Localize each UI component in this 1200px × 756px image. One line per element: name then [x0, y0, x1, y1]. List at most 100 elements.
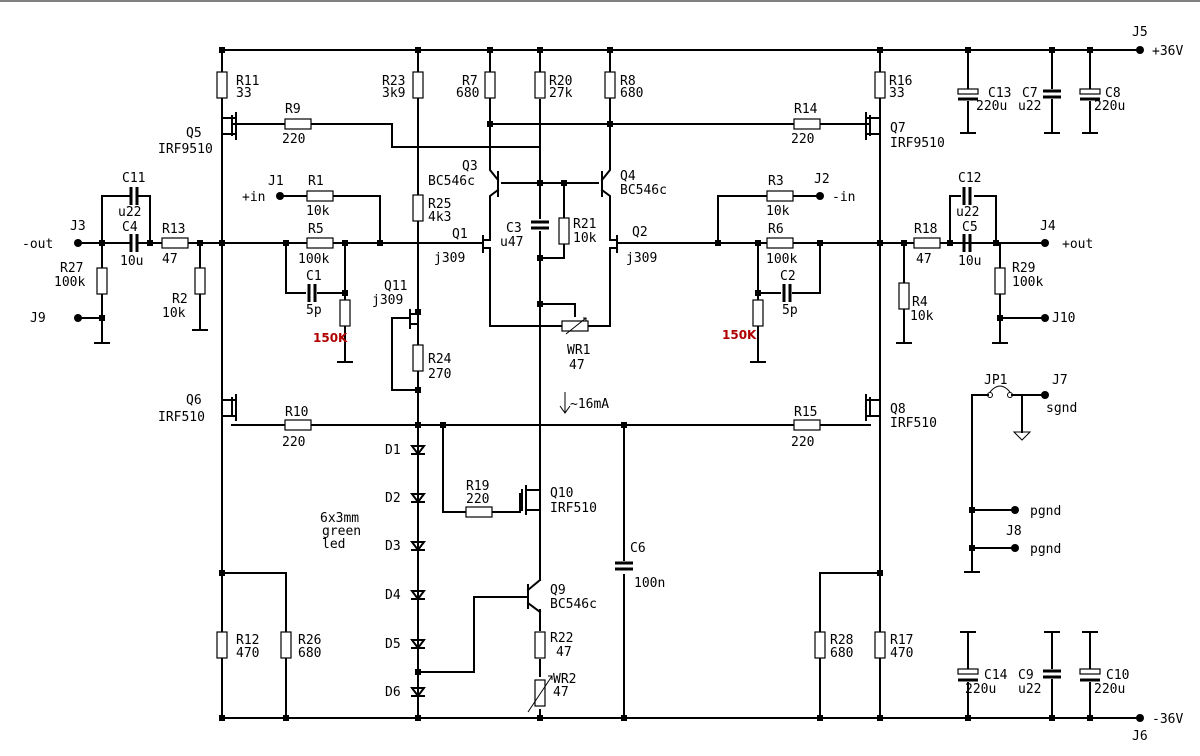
- label: j309: [626, 251, 657, 266]
- label: 220u: [1094, 99, 1125, 114]
- label: IRF9510: [890, 136, 945, 151]
- wires: [77, 49, 1141, 719]
- label: IRF9510: [158, 142, 213, 157]
- label: J1: [268, 174, 284, 189]
- label: 10k: [162, 306, 186, 321]
- label: 5p: [782, 303, 798, 318]
- capacitors: [124, 88, 1101, 682]
- label: 100k: [298, 252, 329, 267]
- label: R24: [428, 352, 452, 367]
- label: C7: [1022, 86, 1038, 101]
- label: JP1: [984, 373, 1007, 388]
- label: Q6: [186, 393, 202, 408]
- label: +out: [1062, 237, 1093, 252]
- label: R22: [550, 631, 573, 646]
- label: Q10: [550, 486, 573, 501]
- label: +in: [242, 190, 265, 205]
- current-arrow: [559, 392, 571, 414]
- label: R8: [620, 74, 636, 89]
- label: 47: [556, 645, 572, 660]
- label: u22: [1018, 682, 1041, 697]
- label: R12: [236, 633, 259, 648]
- label: u22: [118, 205, 141, 220]
- label: 220: [791, 435, 814, 450]
- label: 4k3: [428, 210, 451, 225]
- label: 220: [282, 435, 305, 450]
- led-string: [410, 445, 426, 698]
- label: R1: [308, 174, 324, 189]
- label: 47: [569, 358, 585, 373]
- label: R14: [794, 102, 818, 117]
- label-red: 150K: [313, 331, 348, 345]
- label: 100k: [766, 252, 797, 267]
- label: u22: [956, 205, 979, 220]
- label: 3k9: [382, 86, 405, 101]
- label: C10: [1106, 668, 1129, 683]
- label: 220: [791, 132, 814, 147]
- label: C14: [984, 668, 1008, 683]
- label: D5: [385, 637, 401, 652]
- label: R6: [768, 222, 784, 237]
- label: +36V: [1152, 44, 1183, 59]
- label: Q8: [890, 402, 906, 417]
- label: J6: [1132, 729, 1148, 744]
- label: D1: [385, 443, 401, 458]
- label: C9: [1018, 668, 1034, 683]
- label: D3: [385, 539, 401, 554]
- jumper-jp1: [987, 385, 1013, 398]
- label: R4: [912, 295, 928, 310]
- label: pgnd: [1030, 504, 1061, 519]
- transistors: [221, 112, 881, 614]
- label: Q7: [890, 121, 906, 136]
- label: R25: [428, 197, 451, 212]
- label: 680: [298, 646, 321, 661]
- label: R20: [549, 74, 572, 89]
- label: R18: [914, 222, 937, 237]
- label: u22: [1018, 99, 1041, 114]
- label: J8: [1006, 524, 1022, 539]
- label: Q4: [620, 169, 636, 184]
- label: R7: [462, 74, 478, 89]
- junctions: [99, 47, 1093, 721]
- label: green: [322, 524, 361, 539]
- label: BC546c: [550, 597, 597, 612]
- label: j309: [434, 251, 465, 266]
- label: Q3: [462, 159, 478, 174]
- label: -36V: [1152, 712, 1183, 727]
- label: -in: [832, 190, 855, 205]
- label: 10u: [120, 254, 143, 269]
- label: 680: [456, 86, 479, 101]
- label: 47: [916, 252, 932, 267]
- label: C11: [122, 171, 145, 186]
- label: BC546c: [428, 174, 475, 189]
- label: 5p: [306, 303, 322, 318]
- label: J10: [1052, 311, 1075, 326]
- label: 47: [162, 252, 178, 267]
- label: 220u: [965, 682, 996, 697]
- label: R26: [298, 633, 321, 648]
- label: R23: [382, 74, 405, 89]
- label: 10u: [958, 254, 981, 269]
- label: C5: [962, 220, 978, 235]
- connector-pins: [74, 46, 1144, 722]
- label: J4: [1040, 219, 1056, 234]
- label: D2: [385, 491, 401, 506]
- label: C4: [122, 220, 138, 235]
- label: WR1: [567, 343, 590, 358]
- label: R2: [172, 292, 188, 307]
- label: ~16mA: [570, 397, 609, 412]
- label: 33: [236, 86, 252, 101]
- label: D4: [385, 588, 401, 603]
- label: R28: [830, 633, 853, 648]
- label: R11: [236, 74, 259, 89]
- label: 47: [553, 685, 569, 700]
- label: 6x3mm: [320, 511, 359, 526]
- label: led: [322, 537, 345, 552]
- label: J5: [1132, 25, 1148, 40]
- label: 680: [830, 646, 853, 661]
- label: J3: [70, 219, 86, 234]
- label: BC546c: [620, 183, 667, 198]
- label: D6: [385, 685, 401, 700]
- label: R16: [889, 74, 912, 89]
- label: C3: [506, 221, 522, 236]
